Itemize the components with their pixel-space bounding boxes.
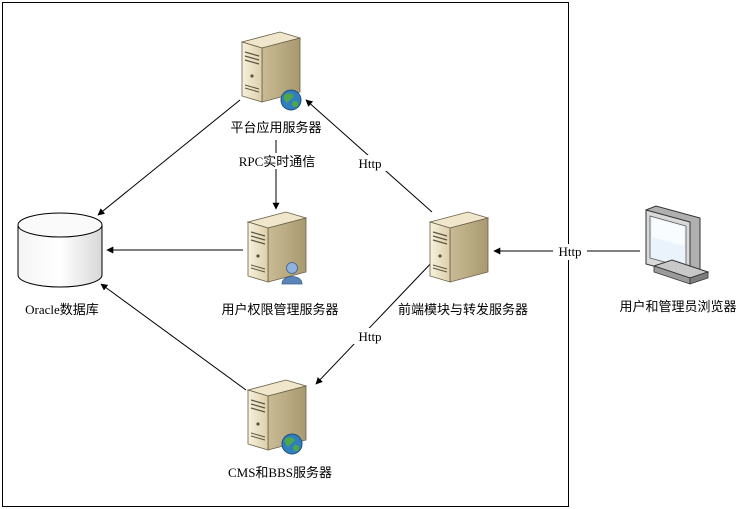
platform-server-label: 平台应用服务器: [230, 120, 321, 135]
oracle-db-node: Oracle数据库: [17, 212, 103, 317]
globe-icon: [281, 433, 303, 455]
auth-server-node: 用户权限管理服务器: [221, 211, 339, 317]
edge-frontend-to-cms: [315, 257, 437, 385]
edge-cms-to-db: [100, 283, 247, 391]
oracle-db-label: Oracle数据库: [25, 302, 99, 317]
server-icon: [247, 211, 307, 283]
globe-icon: [280, 89, 302, 111]
platform-server-node: 平台应用服务器: [230, 31, 322, 135]
http-label-cms: Http: [358, 329, 381, 344]
http-label-platform: Http: [358, 156, 381, 171]
auth-server-label: 用户权限管理服务器: [221, 302, 338, 317]
frontend-server-node: 前端模块与转发服务器: [398, 211, 528, 317]
rpc-label: RPC实时通信: [239, 154, 316, 169]
edge-labels: RPC实时通信 Http Http Http: [234, 153, 587, 344]
monitor-icon: [645, 205, 710, 285]
browser-node: 用户和管理员浏览器: [619, 205, 737, 314]
cms-bbs-server-node: CMS和BBS服务器: [228, 379, 332, 480]
browser-label: 用户和管理员浏览器: [619, 299, 736, 314]
user-icon: [281, 262, 303, 285]
server-icon: [429, 211, 489, 283]
cms-bbs-server-label: CMS和BBS服务器: [228, 465, 332, 480]
frontend-server-label: 前端模块与转发服务器: [398, 302, 528, 317]
http-label-browser: Http: [558, 244, 581, 259]
database-icon: [17, 212, 103, 288]
edge-platform-to-db: [97, 99, 241, 216]
